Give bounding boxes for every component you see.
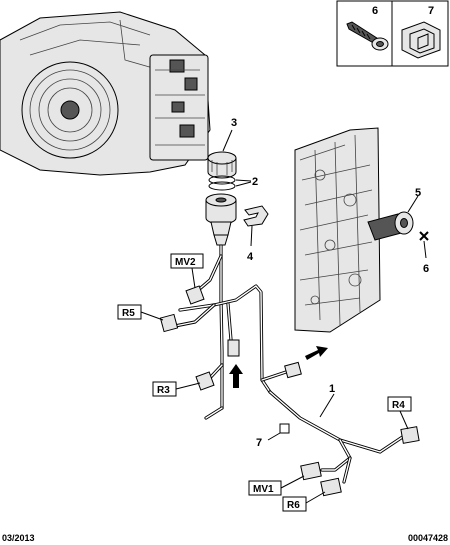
arrow-icon bbox=[229, 346, 328, 388]
callout-6: 6 bbox=[423, 263, 429, 275]
solenoid-valve: 5 6 bbox=[367, 187, 429, 275]
inset-label-6: 6 bbox=[372, 5, 378, 17]
svg-text:R6: R6 bbox=[287, 500, 300, 511]
wiring-harness bbox=[173, 244, 406, 484]
seal-rings: 2 bbox=[208, 175, 258, 191]
callout-5: 5 bbox=[415, 187, 421, 199]
callout-1: 1 bbox=[329, 383, 335, 395]
label-mv2: MV2 bbox=[170, 253, 204, 289]
plug-mid bbox=[227, 339, 240, 357]
label-r4: R4 bbox=[387, 396, 412, 430]
svg-text:MV1: MV1 bbox=[253, 484, 274, 495]
label-r6: R6 bbox=[282, 491, 326, 512]
label-mv1: MV1 bbox=[248, 475, 305, 496]
retaining-clip: 4 bbox=[243, 205, 269, 263]
cap-part: 3 bbox=[207, 117, 237, 179]
plug-right bbox=[284, 361, 302, 379]
harness-connector bbox=[205, 193, 237, 246]
callout-2: 2 bbox=[252, 176, 258, 188]
callout-3: 3 bbox=[231, 117, 237, 129]
svg-text:R4: R4 bbox=[392, 400, 405, 411]
plug-r4 bbox=[400, 426, 420, 444]
valve-body bbox=[294, 127, 381, 333]
clip-icon bbox=[401, 21, 441, 59]
callout-7: 7 bbox=[256, 437, 262, 449]
svg-text:R5: R5 bbox=[122, 308, 135, 319]
svg-text:MV2: MV2 bbox=[175, 257, 196, 268]
svg-text:R3: R3 bbox=[157, 385, 170, 396]
callout-4: 4 bbox=[247, 251, 254, 263]
harness-clip-marker bbox=[279, 423, 290, 434]
label-r5: R5 bbox=[117, 304, 164, 321]
plug-r6 bbox=[320, 477, 342, 497]
inset-box: 6 7 bbox=[336, 0, 449, 67]
plug-mv2 bbox=[185, 285, 205, 305]
bolt-icon bbox=[346, 21, 389, 51]
label-r3: R3 bbox=[152, 381, 201, 397]
footer-date: 03/2013 bbox=[2, 533, 35, 543]
plug-r5 bbox=[159, 313, 179, 333]
footer-reference: 00047428 bbox=[408, 533, 448, 543]
cross-icon bbox=[419, 231, 429, 241]
plug-mv1 bbox=[300, 461, 322, 481]
gearbox-illustration bbox=[0, 11, 211, 176]
inset-label-7: 7 bbox=[428, 5, 434, 17]
